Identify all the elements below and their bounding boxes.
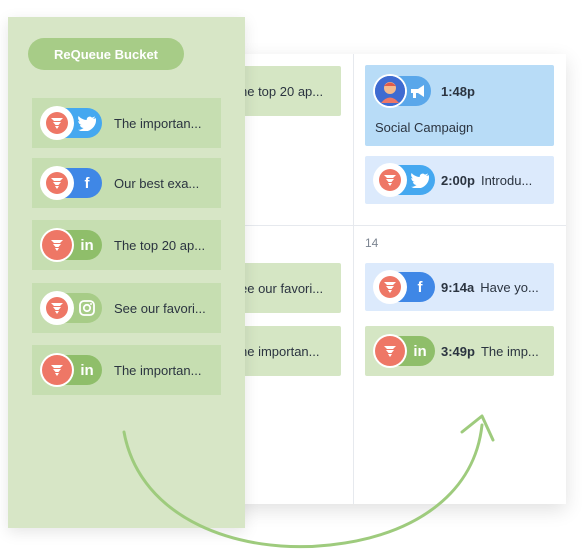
- funnel-logo-icon: [42, 230, 72, 260]
- queue-item[interactable]: See our favori...: [32, 283, 221, 333]
- linkedin-pill: in: [42, 230, 102, 260]
- queue-item[interactable]: in The top 20 ap...: [32, 220, 221, 270]
- queue-item-text: The top 20 ap...: [114, 237, 206, 253]
- post-text: Introdu...: [480, 172, 533, 188]
- post-time: 9:14a: [441, 279, 475, 295]
- calendar-post-left[interactable]: he top 20 ap...: [232, 66, 341, 116]
- queue-item-text: The importan...: [114, 115, 202, 131]
- post-text: ee our favori...: [240, 280, 324, 296]
- funnel-logo-icon: [375, 336, 405, 366]
- twitter-bird-icon: [72, 115, 102, 131]
- queue-item-text: Our best exa...: [114, 175, 200, 191]
- linkedin-in-icon: in: [413, 342, 427, 360]
- linkedin-pill: in: [375, 336, 435, 366]
- post-time: 1:48p: [441, 83, 475, 99]
- linkedin-in-icon: in: [80, 361, 94, 379]
- megaphone-icon: [405, 83, 431, 99]
- calendar-post-left[interactable]: he importan...: [232, 326, 341, 376]
- queue-item[interactable]: f Our best exa...: [32, 158, 221, 208]
- funnel-logo-icon: [42, 108, 72, 138]
- facebook-pill: f: [375, 272, 435, 302]
- campaign-avatar-icon: [375, 76, 405, 106]
- day-number: 14: [365, 236, 379, 250]
- requeue-bucket-button[interactable]: ReQueue Bucket: [28, 38, 184, 70]
- twitter-pill: [42, 108, 102, 138]
- queue-item[interactable]: in The importan...: [32, 345, 221, 395]
- funnel-logo-icon: [375, 165, 405, 195]
- post-text: Have yo...: [480, 279, 539, 295]
- post-title: Social Campaign: [375, 120, 474, 135]
- post-text: he importan...: [240, 343, 320, 359]
- calendar-post[interactable]: f 9:14a Have yo...: [365, 263, 554, 311]
- funnel-logo-icon: [42, 293, 72, 323]
- facebook-f-icon: f: [84, 174, 90, 192]
- queue-item[interactable]: The importan...: [32, 98, 221, 148]
- calendar-divider-horizontal: [232, 225, 566, 226]
- calendar-post[interactable]: 2:00p Introdu...: [365, 156, 554, 204]
- twitter-bird-icon: [405, 172, 435, 188]
- linkedin-pill: in: [42, 355, 102, 385]
- funnel-logo-icon: [42, 168, 72, 198]
- facebook-f-icon: f: [417, 278, 423, 296]
- calendar-post-left[interactable]: ee our favori...: [232, 263, 341, 313]
- queue-item-text: See our favori...: [114, 300, 206, 316]
- linkedin-in-icon: in: [80, 236, 94, 254]
- calendar-post[interactable]: in 3:49p The imp...: [365, 326, 554, 376]
- facebook-pill: f: [42, 168, 102, 198]
- funnel-logo-icon: [375, 272, 405, 302]
- campaign-pill: [375, 76, 431, 106]
- post-time: 2:00p: [441, 172, 475, 188]
- queue-item-text: The importan...: [114, 362, 202, 378]
- post-text: The imp...: [480, 343, 539, 359]
- funnel-logo-icon: [42, 355, 72, 385]
- calendar-divider-vertical: [353, 54, 354, 504]
- post-time: 3:49p: [441, 343, 475, 359]
- post-text: he top 20 ap...: [240, 83, 324, 99]
- instagram-pill: [42, 293, 102, 323]
- social-campaign-post[interactable]: 1:48p Social Campaign: [365, 65, 554, 146]
- instagram-camera-icon: [72, 300, 102, 316]
- twitter-pill: [375, 165, 435, 195]
